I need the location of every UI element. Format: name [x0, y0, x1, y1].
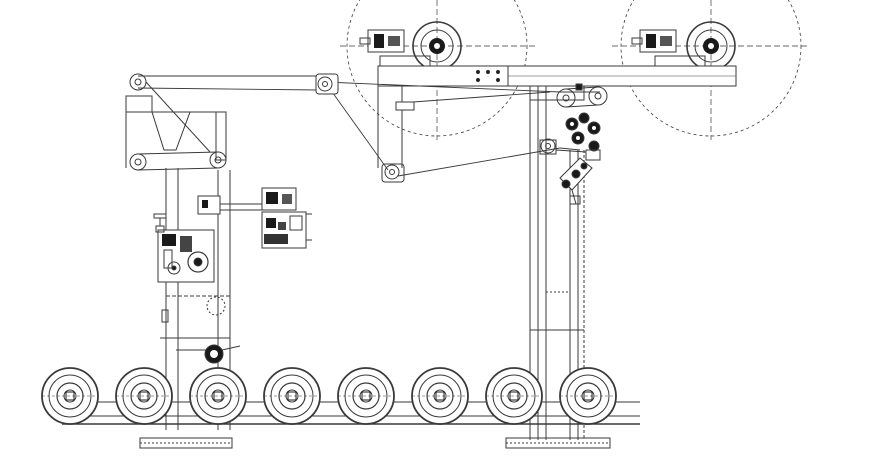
pivot-arm: [315, 73, 415, 183]
ground-roller-row: [41, 367, 617, 425]
left-festoon-frame: [125, 73, 227, 171]
upper-rail-beam: [377, 65, 737, 87]
ground-roller: [41, 367, 99, 425]
ground-roller: [263, 367, 321, 425]
print-head-assembly: [153, 213, 215, 323]
dryer-motor-block: [197, 187, 312, 249]
web-path: [137, 75, 600, 177]
unwind-reel-drive-left: [359, 29, 431, 67]
ground-roller: [485, 367, 543, 425]
ground-roller: [559, 367, 617, 425]
ground-roller: [189, 367, 247, 425]
ground-roller: [337, 367, 395, 425]
unwind-reel-drive-right: [631, 29, 706, 67]
tower-head-cluster: [539, 83, 608, 161]
tower-angled-arm: [559, 157, 593, 205]
tension-roller: [176, 344, 241, 364]
ground-roller: [411, 367, 469, 425]
ground-roller: [115, 367, 173, 425]
